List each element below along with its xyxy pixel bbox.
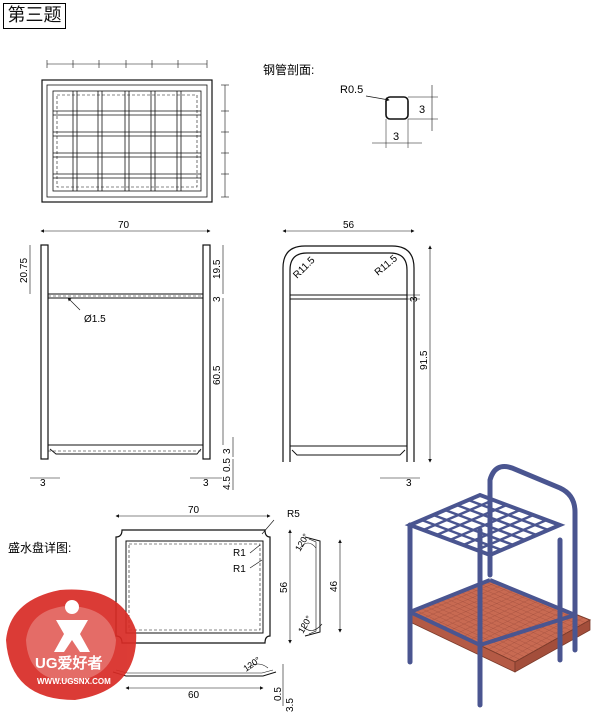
front-view xyxy=(29,229,234,490)
tray-angle-a-label: 120° xyxy=(293,532,311,553)
watermark-brand: UG爱好者 xyxy=(35,654,103,672)
side-width-label: 56 xyxy=(343,220,355,231)
problem-title: 第三题 xyxy=(3,3,66,29)
front-leg-left-label: 3 xyxy=(40,478,46,489)
side-thickness-label: 3 xyxy=(409,296,420,302)
front-top-height-label: 19.5 xyxy=(212,259,223,279)
isometric-render xyxy=(404,464,592,708)
tray-inner-height-label: 46 xyxy=(329,580,340,592)
tray-bottom-width-label: 60 xyxy=(188,690,200,701)
tray-r1-b-label: R1 xyxy=(233,564,246,575)
front-leg-right-label: 3 xyxy=(203,478,209,489)
tray-thickness-2-label: 3.5 xyxy=(285,698,296,712)
pipe-section-label: 钢管剖面: xyxy=(263,62,314,77)
side-height-label: 91.5 xyxy=(419,350,430,370)
tray-corner-r-label: R5 xyxy=(287,509,300,520)
pipe-radius-label: R0.5 xyxy=(340,84,363,96)
tray-height-label: 56 xyxy=(279,581,290,593)
tray-angle-b-label: 120° xyxy=(296,614,314,635)
grid-horizontal-bars xyxy=(53,110,201,179)
front-thickness-a-label: 3 xyxy=(212,296,223,302)
side-radius-right-label: R11.5 xyxy=(373,253,400,278)
tray-angle-c-label: 120° xyxy=(241,655,262,674)
top-view xyxy=(41,60,229,203)
front-bottom-a-label: 0.5 xyxy=(222,458,233,472)
side-leg-label: 3 xyxy=(406,478,412,489)
tray-width-label: 70 xyxy=(188,505,200,516)
side-view xyxy=(282,229,432,479)
front-mid-height-label: 60.5 xyxy=(212,365,223,385)
watermark-logo: UG爱好者 WWW.UGSNX.COM xyxy=(6,589,137,700)
watermark-url: WWW.UGSNX.COM xyxy=(37,677,111,686)
front-top-offset-label: 20.75 xyxy=(19,258,30,283)
side-radius-left-label: R11.5 xyxy=(291,255,317,281)
tray-section-label: 盛水盘详图: xyxy=(8,540,71,555)
front-width-label: 70 xyxy=(118,220,130,231)
grid-vertical-bars xyxy=(72,91,182,191)
tray-thickness-1-label: 0.5 xyxy=(273,687,284,701)
pipe-height-label: 3 xyxy=(419,104,425,116)
pipe-width-label: 3 xyxy=(393,131,399,143)
front-thickness-b-label: 3 xyxy=(222,448,233,454)
tray-r1-a-label: R1 xyxy=(233,548,246,559)
front-wire-dia-label: Ø1.5 xyxy=(84,314,106,325)
front-bottom-b-label: 4.5 xyxy=(222,476,233,490)
pipe-section xyxy=(365,85,438,148)
